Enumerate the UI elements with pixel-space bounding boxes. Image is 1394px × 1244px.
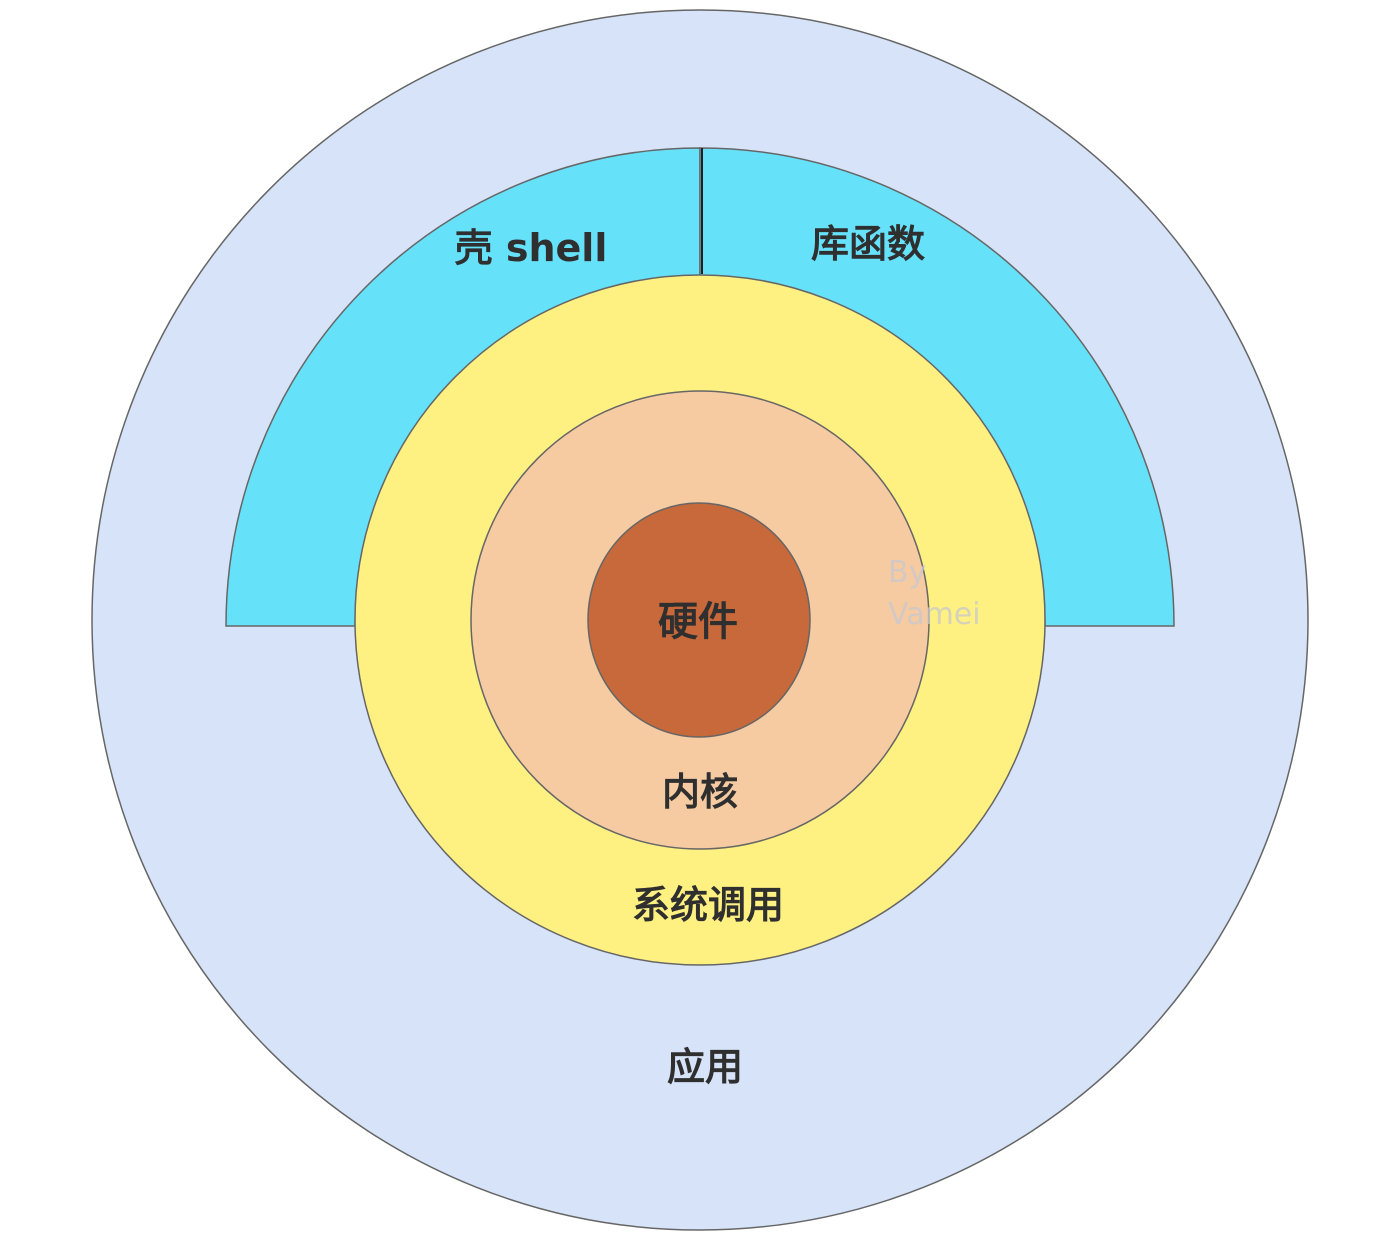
watermark-line-2: Vamei	[888, 597, 981, 632]
watermark-line-1: By	[888, 555, 926, 590]
kernel-label: 内核	[662, 770, 738, 814]
hardware-layer-circle	[587, 502, 811, 738]
hardware-label: 硬件	[658, 599, 738, 645]
shell-label: 壳 shell	[455, 226, 608, 270]
application-label: 应用	[667, 1045, 743, 1089]
library-label: 库函数	[811, 222, 925, 266]
syscall-label: 系统调用	[632, 883, 784, 927]
